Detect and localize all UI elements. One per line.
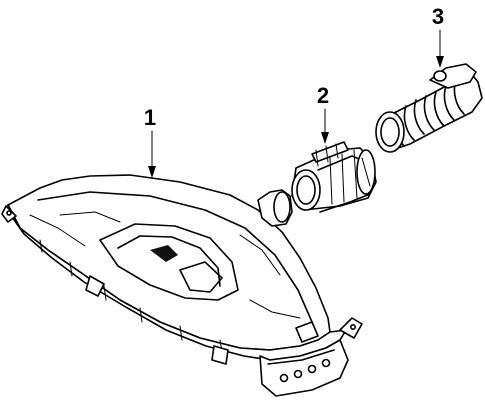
- callout-2-label: 2: [317, 83, 329, 108]
- callout-1: 1: [144, 105, 156, 178]
- air-cleaner-housing[interactable]: [1, 174, 363, 397]
- duct-adapter[interactable]: [291, 141, 377, 213]
- callout-3: 3: [432, 4, 444, 68]
- intake-hose[interactable]: [375, 63, 483, 153]
- callout-2: 2: [317, 83, 329, 144]
- callout-3-label: 3: [432, 4, 444, 29]
- callout-1-label: 1: [144, 105, 156, 130]
